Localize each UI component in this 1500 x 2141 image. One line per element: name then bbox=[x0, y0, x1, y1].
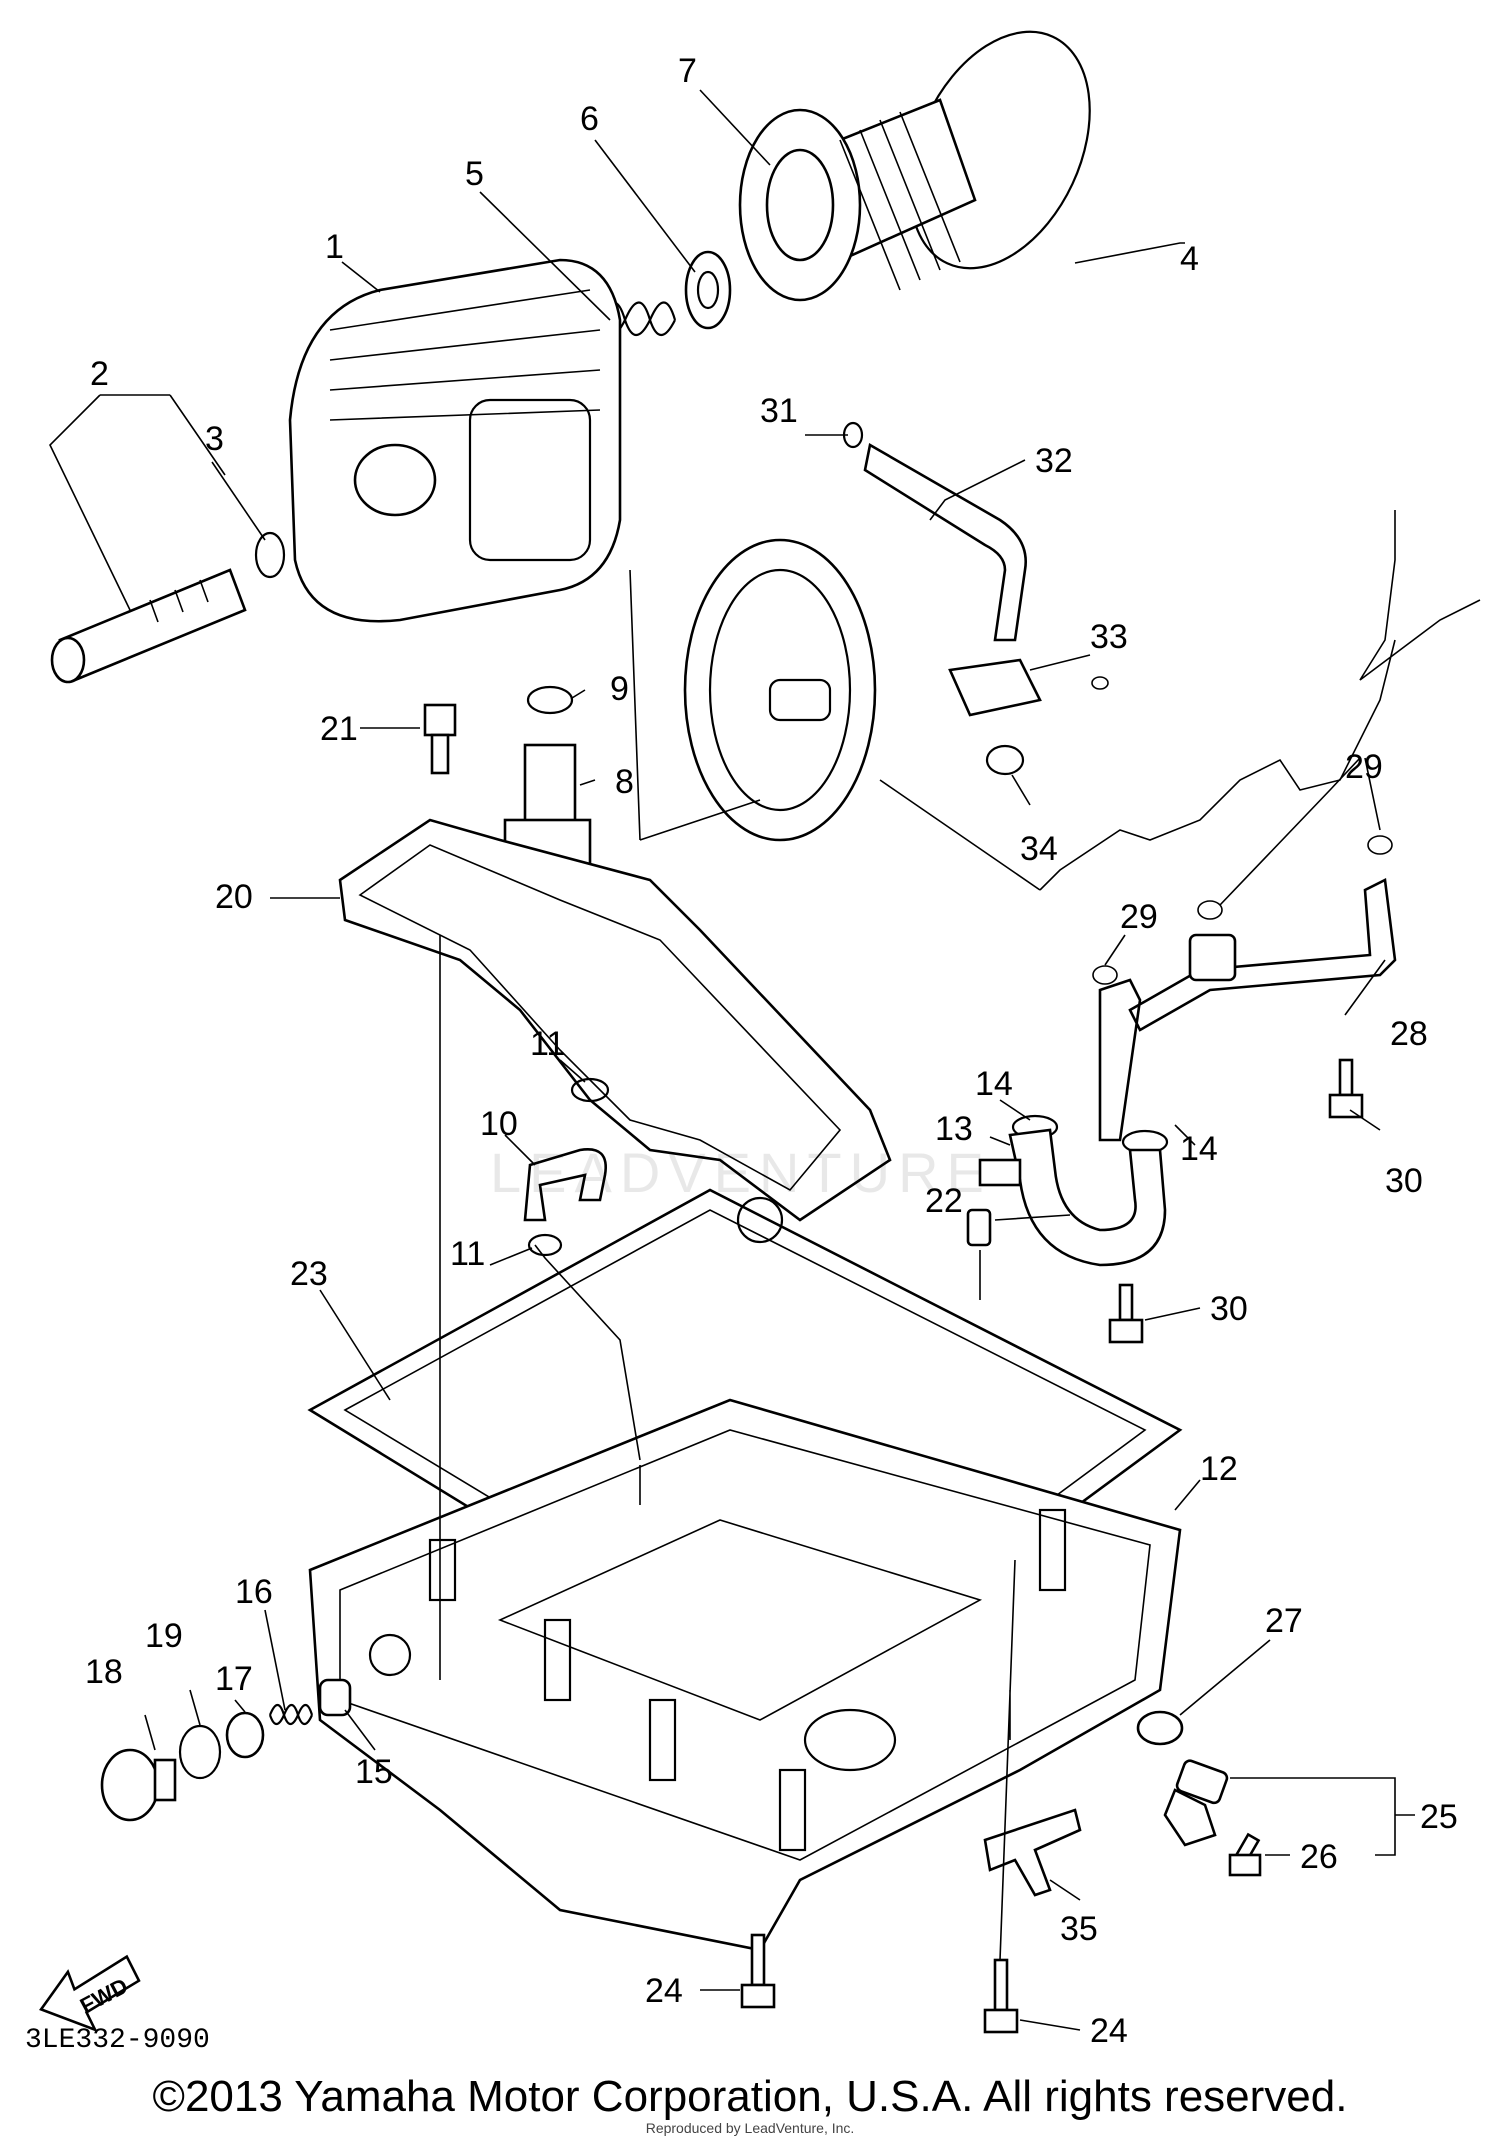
label-8: 8 bbox=[615, 763, 634, 801]
label-21: 21 bbox=[320, 710, 358, 748]
part-bolt-24-right bbox=[983, 1958, 1019, 2034]
label-27: 27 bbox=[1265, 1602, 1303, 1640]
part-pipe-10 bbox=[523, 1147, 608, 1222]
part-pipe-13 bbox=[1008, 1128, 1167, 1267]
label-10: 10 bbox=[480, 1105, 518, 1143]
label-9: 9 bbox=[610, 670, 629, 708]
part-bolt-24-left bbox=[740, 1933, 776, 2009]
label-35: 35 bbox=[1060, 1910, 1098, 1948]
label-34: 34 bbox=[1020, 830, 1058, 868]
part-plug-15 bbox=[318, 1678, 352, 1717]
label-1: 1 bbox=[325, 228, 344, 266]
label-14-a: 14 bbox=[975, 1065, 1013, 1103]
part-rotor-cover bbox=[683, 538, 877, 842]
diagram-code: 3LE332-9090 bbox=[25, 2025, 210, 2056]
label-30-upper: 30 bbox=[1385, 1162, 1423, 1200]
label-20: 20 bbox=[215, 878, 253, 916]
part-baffle-plate-20 bbox=[338, 818, 892, 1222]
part-damper-33 bbox=[948, 658, 1042, 717]
part-o-ring-3 bbox=[254, 531, 286, 579]
part-filter-cover-1 bbox=[288, 258, 622, 623]
part-o-ring-29-a bbox=[1091, 676, 1109, 690]
label-28: 28 bbox=[1390, 1015, 1428, 1053]
part-labels: 1 2 3 4 5 6 7 8 9 10 11 11 12 13 14 14 1… bbox=[85, 52, 1458, 2050]
label-17: 17 bbox=[215, 1660, 253, 1698]
label-4: 4 bbox=[1180, 240, 1199, 278]
part-drain-bolt-25 bbox=[1163, 1759, 1229, 1847]
part-plug-18 bbox=[100, 1748, 177, 1822]
part-oil-filter-7 bbox=[738, 98, 977, 302]
label-30-lower: 30 bbox=[1210, 1290, 1248, 1328]
label-5: 5 bbox=[465, 155, 484, 193]
part-washer-6 bbox=[684, 250, 732, 330]
label-13: 13 bbox=[935, 1110, 973, 1148]
leader-lines bbox=[49, 89, 1415, 2031]
label-2: 2 bbox=[90, 355, 109, 393]
label-29-lower: 29 bbox=[1120, 898, 1158, 936]
part-screw-26 bbox=[1228, 1832, 1262, 1877]
label-31: 31 bbox=[760, 392, 798, 430]
forward-arrow-icon: FWD bbox=[39, 1954, 141, 2033]
part-bolt-30-upper bbox=[1328, 1058, 1364, 1119]
part-pipe-28 bbox=[1098, 878, 1397, 1142]
part-oil-pan-12 bbox=[308, 1398, 1182, 1952]
part-pipe-32 bbox=[863, 442, 1028, 642]
label-6: 6 bbox=[580, 100, 599, 138]
label-32: 32 bbox=[1035, 442, 1073, 480]
label-33: 33 bbox=[1090, 618, 1128, 656]
part-o-ring-29-b bbox=[1367, 835, 1393, 855]
label-12: 12 bbox=[1200, 1450, 1238, 1488]
label-19: 19 bbox=[145, 1617, 183, 1655]
part-o-ring-29-c bbox=[1197, 900, 1223, 920]
part-dowel-22 bbox=[966, 1208, 992, 1247]
reproduced-note: Reproduced by LeadVenture, Inc. bbox=[645, 2120, 855, 2136]
label-11-lower: 11 bbox=[450, 1235, 485, 1273]
part-bolt-30-lower bbox=[1108, 1283, 1144, 1344]
label-14-b: 14 bbox=[1180, 1130, 1218, 1168]
label-24-right: 24 bbox=[1090, 2012, 1128, 2050]
engine-case-outline bbox=[1039, 510, 1481, 891]
part-washer-27 bbox=[1136, 1710, 1184, 1746]
part-union-bolt-2 bbox=[50, 568, 247, 684]
label-7: 7 bbox=[678, 52, 697, 90]
label-23: 23 bbox=[290, 1255, 328, 1293]
part-o-ring-11-upper bbox=[570, 1077, 610, 1103]
part-ball-17 bbox=[225, 1711, 265, 1759]
label-11-upper: 11 bbox=[530, 1025, 565, 1063]
label-18: 18 bbox=[85, 1653, 123, 1691]
watermark: LEADVENTURE bbox=[490, 1141, 992, 1204]
part-o-ring-11-lower bbox=[527, 1233, 563, 1257]
label-16: 16 bbox=[235, 1573, 273, 1611]
part-o-ring-9 bbox=[526, 685, 574, 715]
label-3: 3 bbox=[205, 420, 224, 458]
part-o-ring-29-d bbox=[1092, 965, 1118, 985]
label-25: 25 bbox=[1420, 1798, 1458, 1836]
label-29-upper: 29 bbox=[1345, 748, 1383, 786]
label-26: 26 bbox=[1300, 1838, 1338, 1876]
label-15: 15 bbox=[355, 1753, 393, 1791]
part-bolt-21 bbox=[423, 703, 457, 775]
label-22: 22 bbox=[925, 1182, 963, 1220]
part-washer-19 bbox=[178, 1724, 222, 1780]
part-washer-34 bbox=[985, 744, 1025, 776]
label-24-left: 24 bbox=[645, 1972, 683, 2010]
part-bracket-35 bbox=[983, 1808, 1082, 1897]
part-spring-16 bbox=[268, 1703, 314, 1726]
copyright-footer: ©2013 Yamaha Motor Corporation, U.S.A. A… bbox=[152, 2072, 1348, 2121]
